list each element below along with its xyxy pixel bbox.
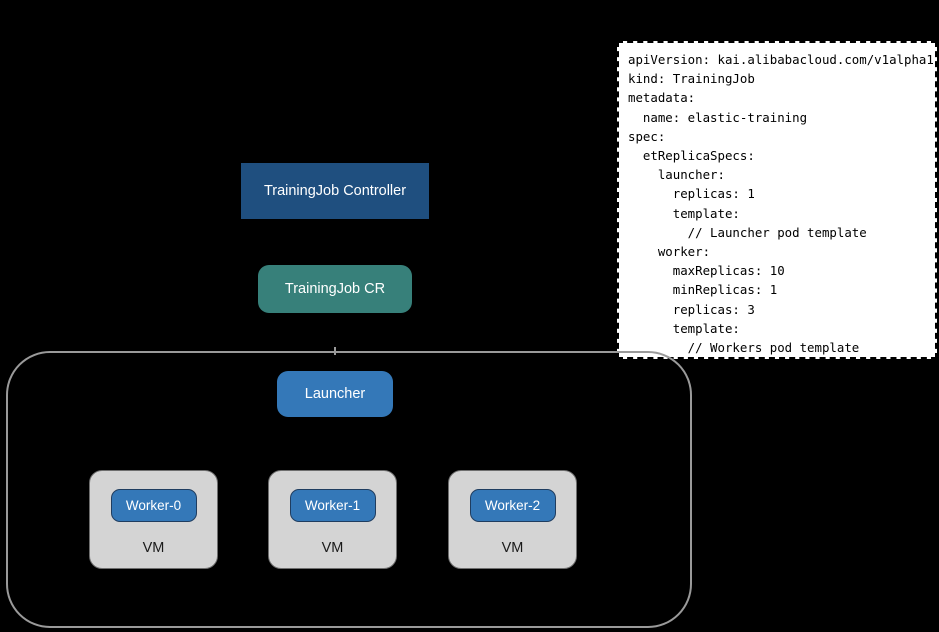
vm-node: Worker-2 VM (448, 470, 577, 569)
yaml-line: spec: (628, 128, 666, 144)
yaml-line: replicas: 1 (628, 186, 755, 202)
worker-pod: Worker-2 (469, 489, 556, 522)
launcher-label: Launcher (304, 386, 366, 402)
yaml-line: metadata: (628, 90, 696, 106)
vm-label: VM (321, 540, 344, 556)
yaml-line: template: (628, 320, 740, 336)
vm-label: VM (142, 540, 165, 556)
yaml-line: etReplicaSpecs: (628, 148, 755, 164)
yaml-line: worker: (628, 244, 711, 260)
vm-node: Worker-1 VM (268, 470, 397, 569)
yaml-line: name: elastic-training (628, 109, 808, 125)
yaml-line: // Launcher pod template (628, 224, 867, 240)
yaml-line: apiVersion: kai.alibabacloud.com/v1alpha… (628, 52, 934, 67)
launcher-box: Launcher (277, 371, 393, 417)
worker-pod: Worker-0 (110, 489, 197, 522)
yaml-line: replicas: 3 (628, 301, 755, 317)
vm-label: VM (501, 540, 524, 556)
cluster-container (6, 351, 692, 628)
worker-pod-label: Worker-1 (304, 498, 361, 513)
trainingjob-controller-label: TrainingJob Controller (263, 183, 407, 199)
trainingjob-cr-label: TrainingJob CR (284, 281, 386, 297)
vm-node: Worker-0 VM (89, 470, 218, 569)
yaml-line: maxReplicas: 10 (628, 263, 785, 279)
trainingjob-controller-box: TrainingJob Controller (241, 163, 429, 219)
yaml-line: launcher: (628, 167, 725, 183)
yaml-line: template: (628, 205, 740, 221)
worker-pod: Worker-1 (289, 489, 376, 522)
trainingjob-yaml-panel: apiVersion: kai.alibabacloud.com/v1alpha… (617, 41, 937, 359)
cluster-connector-stub (334, 347, 336, 355)
yaml-line: kind: TrainingJob (628, 71, 755, 87)
trainingjob-cr-box: TrainingJob CR (258, 265, 412, 313)
worker-pod-label: Worker-0 (125, 498, 182, 513)
yaml-line: minReplicas: 1 (628, 282, 778, 298)
worker-pod-label: Worker-2 (484, 498, 541, 513)
yaml-line: // Workers pod template (628, 340, 860, 356)
